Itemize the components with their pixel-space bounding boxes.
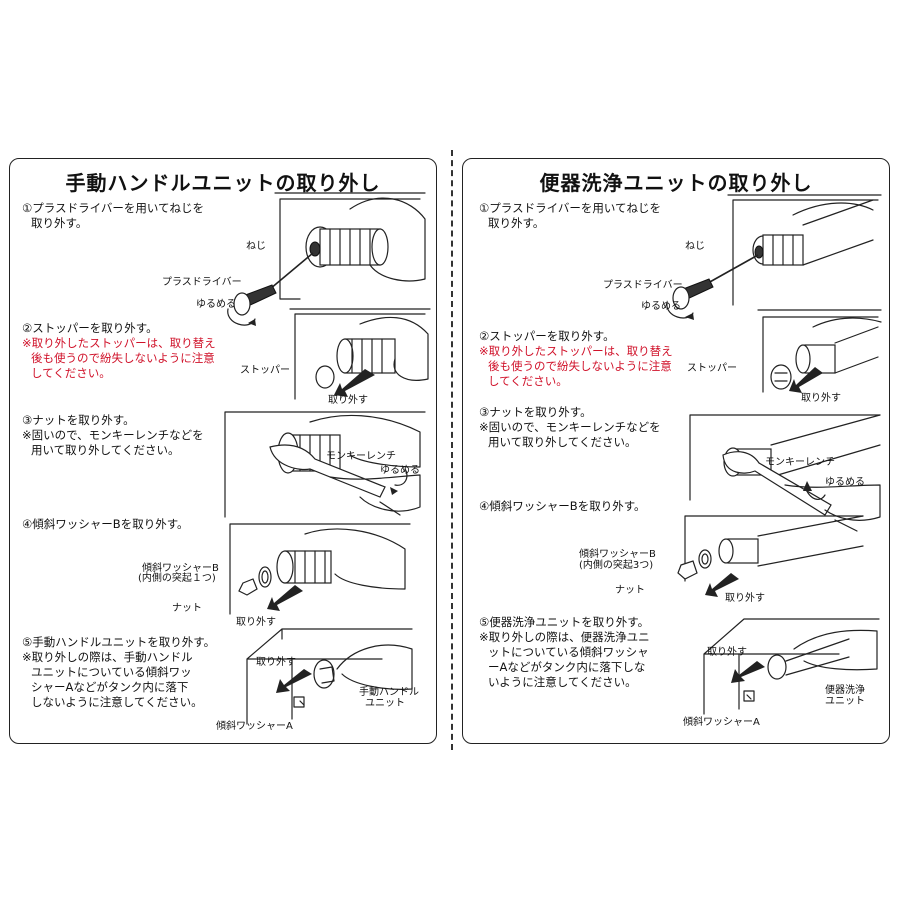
remove-label-5: 取り外す bbox=[256, 657, 296, 668]
nut-removal-illustration bbox=[689, 414, 881, 532]
remove-label-2: 取り外す bbox=[328, 395, 368, 406]
step-3: ③ナットを取り外す。 ※固いので、モンキーレンチなどを 用いて取り外してください… bbox=[22, 413, 204, 457]
flush-unit-removal-panel: 便器洗浄ユニットの取り外し ①プラスドライバーを用いてねじを 取り外す。 ねじ … bbox=[462, 158, 890, 744]
remove-label-5: 取り外す bbox=[707, 647, 747, 658]
step-2: ②ストッパーを取り外す。 ※取り外したストッパーは、取り替え 後も使うので紛失し… bbox=[22, 321, 216, 380]
remove-label-4: 取り外す bbox=[236, 617, 276, 628]
washer-b-removal-illustration bbox=[677, 515, 864, 597]
driver-label: プラスドライバー bbox=[162, 277, 242, 288]
remove-label-2: 取り外す bbox=[801, 393, 841, 404]
step-2: ②ストッパーを取り外す。 ※取り外したストッパーは、取り替え 後も使うので紛失し… bbox=[479, 329, 673, 388]
unit-label-line2: ユニット bbox=[365, 698, 405, 709]
unit-label-line1: 便器洗浄 bbox=[825, 685, 865, 696]
step-4: ④傾斜ワッシャーBを取り外す。 bbox=[479, 499, 646, 513]
stopper-label: ストッパー bbox=[240, 365, 290, 376]
washer-a-label: 傾斜ワッシャーA bbox=[216, 721, 293, 732]
washer-b-note: (内側の突起3つ) bbox=[579, 560, 654, 571]
stopper-label: ストッパー bbox=[687, 363, 737, 374]
loosen-label-3: ゆるめる bbox=[380, 465, 420, 476]
panel-title: 便器洗浄ユニットの取り外し bbox=[539, 171, 813, 195]
washer-b-note: (内側の突起１つ) bbox=[138, 573, 216, 584]
center-divider bbox=[451, 150, 453, 750]
washer-b-removal-illustration bbox=[229, 523, 411, 615]
screw-label: ねじ bbox=[246, 241, 266, 252]
unit-label-line2: ユニット bbox=[825, 696, 865, 707]
nut-label: ナット bbox=[615, 585, 645, 596]
remove-label-4: 取り外す bbox=[725, 593, 765, 604]
manual-handle-removal-panel: 手動ハンドルユニットの取り外し ①プラスドライバーを用いてねじを 取り外す。 ね… bbox=[9, 158, 437, 744]
unit-removal-illustration bbox=[703, 618, 880, 715]
driver-label: プラスドライバー bbox=[603, 280, 683, 291]
step-3: ③ナットを取り外す。 ※固いので、モンキーレンチなどを 用いて取り外してください… bbox=[479, 405, 661, 449]
screw-label: ねじ bbox=[685, 241, 705, 252]
step-5: ⑤便器洗浄ユニットを取り外す。 ※取り外しの際は、便器洗浄ユニ ットについている… bbox=[479, 615, 650, 689]
unit-removal-illustration bbox=[246, 628, 413, 725]
wrench-label: モンキーレンチ bbox=[326, 451, 396, 462]
wrench-label: モンキーレンチ bbox=[765, 457, 835, 468]
loosen-label-1: ゆるめる bbox=[196, 299, 236, 310]
step-1: ①プラスドライバーを用いてねじを 取り外す。 bbox=[22, 201, 205, 230]
washer-b-label: 傾斜ワッシャーB bbox=[142, 563, 219, 574]
washer-b-label: 傾斜ワッシャーB bbox=[579, 549, 656, 560]
screw-removal-illustration bbox=[227, 192, 426, 326]
nut-removal-illustration bbox=[224, 411, 426, 518]
washer-a-label: 傾斜ワッシャーA bbox=[683, 717, 760, 728]
screw-removal-illustration bbox=[666, 194, 882, 320]
loosen-label-3: ゆるめる bbox=[825, 477, 865, 488]
step-5: ⑤手動ハンドルユニットを取り外す。 ※取り外しの際は、手動ハンドル ユニットにつ… bbox=[22, 635, 216, 709]
step-1: ①プラスドライバーを用いてねじを 取り外す。 bbox=[479, 201, 662, 230]
step-4: ④傾斜ワッシャーBを取り外す。 bbox=[22, 517, 189, 531]
nut-label: ナット bbox=[172, 603, 202, 614]
loosen-label-1: ゆるめる bbox=[641, 301, 681, 312]
stopper-removal-illustration bbox=[289, 308, 431, 400]
stopper-removal-illustration bbox=[757, 309, 882, 393]
panel-title: 手動ハンドルユニットの取り外し bbox=[65, 171, 381, 195]
unit-label-line1: 手動ハンドル bbox=[359, 687, 419, 698]
